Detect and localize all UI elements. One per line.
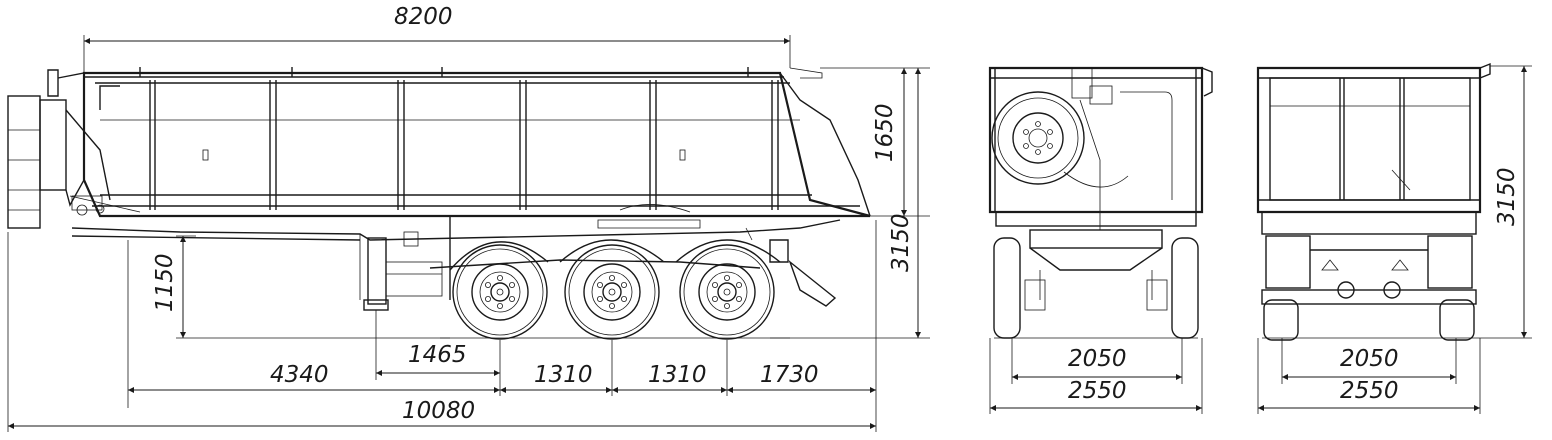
dim-front-width: 2550 [1068,378,1127,404]
dim-body-length: 8200 [394,4,453,30]
dim-total-height-rear: 3150 [1494,167,1520,226]
dim-total-length: 10080 [402,398,475,424]
rear-dimensions: 2050 2550 3150 [1257,65,1532,414]
side-dimensions: 8200 1650 3150 1150 1465 4340 1310 1310 [7,4,930,432]
dim-rear-width: 2550 [1340,378,1399,404]
dim-support-to-axle: 1465 [408,342,467,368]
dim-rear-overhang: 1730 [760,362,819,388]
side-view [7,67,871,340]
dump-body [82,67,871,218]
dim-front-track: 2050 [1068,346,1127,372]
front-ladder [7,69,141,229]
dim-axle-spacing-1: 1310 [534,362,593,388]
dim-platform-height: 1150 [152,253,178,312]
mudguard-1 [449,241,549,271]
dim-kingpin-to-axle: 4340 [270,362,329,388]
rear-view [1256,62,1491,341]
dim-body-height: 1650 [872,103,898,162]
front-dimensions: 2050 2550 [989,338,1203,414]
dim-total-height-side: 3150 [888,213,914,272]
dim-rear-track: 2050 [1340,346,1399,372]
mudguard-2 [559,239,665,263]
wheel-2 [564,244,660,340]
dim-axle-spacing-2: 1310 [648,362,707,388]
mudguard-3 [675,239,781,263]
front-view [988,66,1213,339]
wheel-3 [679,244,775,340]
wheel-1 [452,244,548,340]
